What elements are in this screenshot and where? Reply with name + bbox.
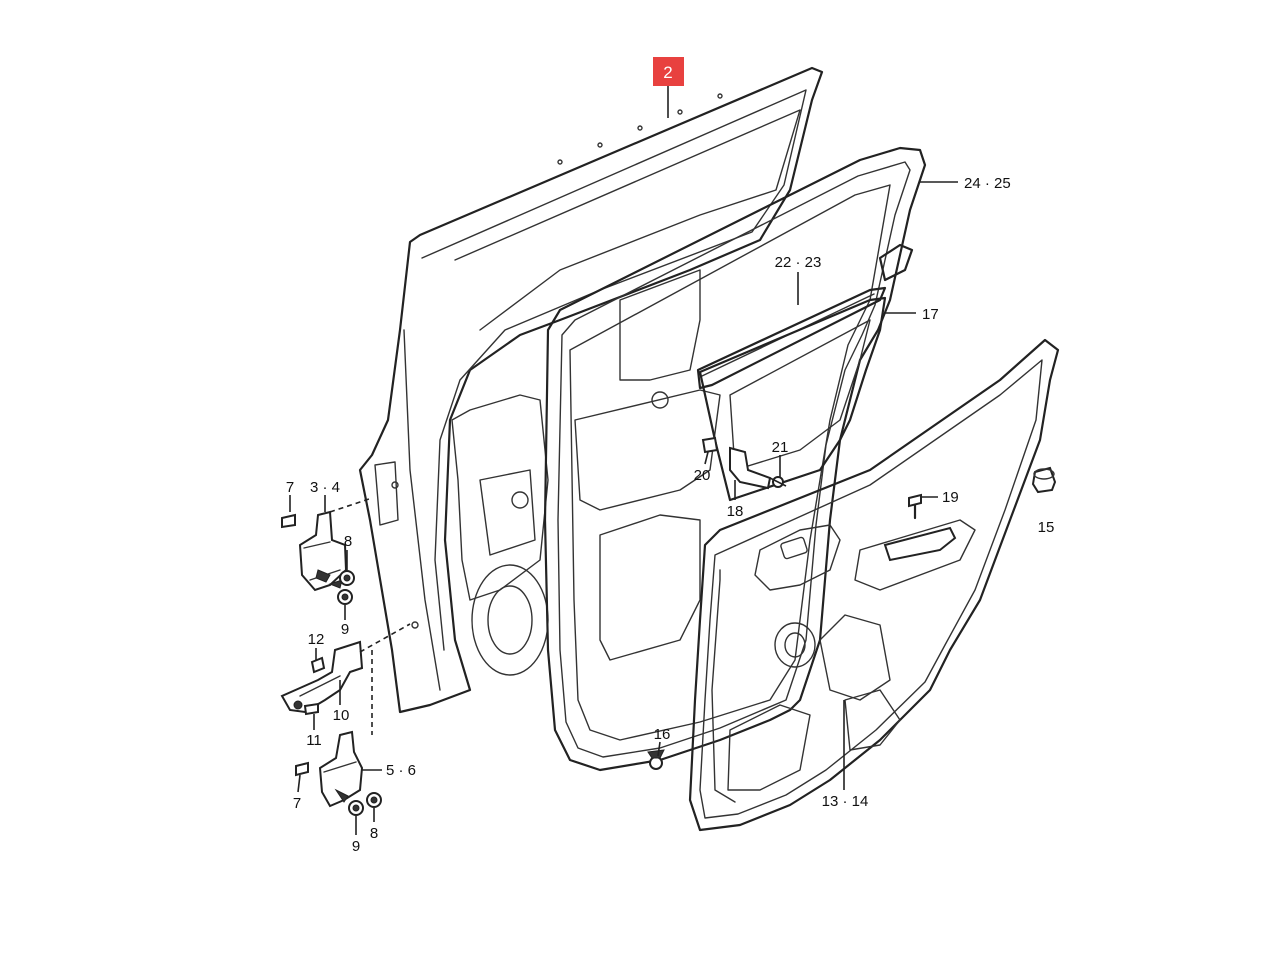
callout-9-upper[interactable]: 9 <box>341 621 349 638</box>
callout-24-25[interactable]: 24 · 25 <box>964 175 1011 192</box>
callout-12[interactable]: 12 <box>308 631 325 648</box>
callout-3-4[interactable]: 3 · 4 <box>310 479 340 496</box>
door-trim-panel-part[interactable] <box>688 338 1060 832</box>
callout-16[interactable]: 16 <box>654 726 671 743</box>
callout-10[interactable]: 10 <box>333 707 350 724</box>
bolt-21-part[interactable] <box>769 476 787 488</box>
clip-20-part[interactable] <box>701 436 719 454</box>
callout-17[interactable]: 17 <box>922 306 939 323</box>
callout-11[interactable]: 11 <box>306 732 322 749</box>
sash-trim-part[interactable] <box>698 296 887 502</box>
callout-9-lower[interactable]: 9 <box>352 838 360 855</box>
lower-hinge-part[interactable] <box>295 650 382 816</box>
plug-part[interactable] <box>1031 466 1057 494</box>
highlighted-callout-box <box>653 57 684 86</box>
callout-22-23[interactable]: 22 · 23 <box>775 254 822 271</box>
door-check-part[interactable] <box>280 623 411 716</box>
callout-18[interactable]: 18 <box>727 503 744 520</box>
callout-2[interactable]: 2 <box>663 63 672 82</box>
callout-8-lower[interactable]: 8 <box>370 825 378 842</box>
callout-7-lower[interactable]: 7 <box>293 795 301 812</box>
callout-20[interactable]: 20 <box>694 467 711 484</box>
leader-lines <box>289 86 958 835</box>
callout-7-upper[interactable]: 7 <box>286 479 294 496</box>
clip-16-part[interactable] <box>647 749 665 770</box>
callout-13-14[interactable]: 13 · 14 <box>822 793 869 810</box>
door-shell-part[interactable] <box>358 66 824 714</box>
callout-5-6[interactable]: 5 · 6 <box>386 762 416 779</box>
weatherstrip-part[interactable] <box>543 146 927 772</box>
callout-15[interactable]: 15 <box>1038 519 1055 536</box>
callout-8-upper[interactable]: 8 <box>344 533 352 550</box>
screw-19-part[interactable] <box>908 493 922 520</box>
upper-hinge-part[interactable] <box>281 497 373 605</box>
bracket-18-part[interactable] <box>729 446 772 490</box>
callout-21[interactable]: 21 <box>772 439 789 456</box>
callout-19[interactable]: 19 <box>942 489 959 506</box>
